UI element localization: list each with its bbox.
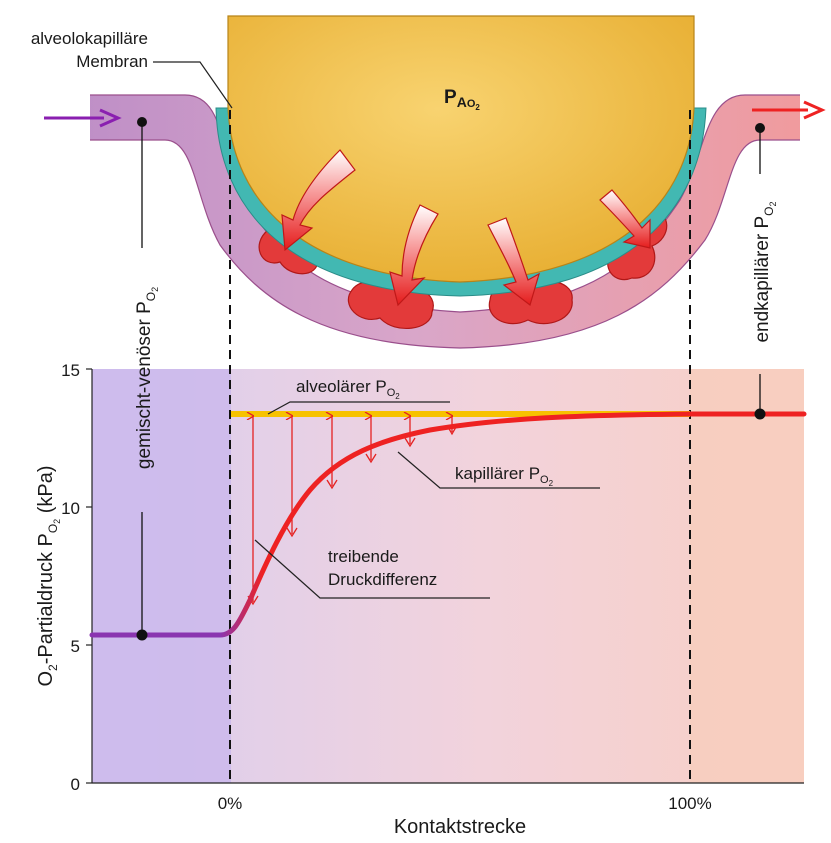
y-axis-label: O2-Partialdruck PO2 (kPa): [35, 465, 62, 686]
capillary-po2-annotation: kapillärer PO2: [455, 464, 554, 488]
capillary-po2-leader: [397, 451, 600, 489]
y-tick-5: 5: [71, 637, 80, 656]
diffusion-arrows: [281, 149, 651, 307]
y-tick-15: 15: [61, 361, 80, 380]
end-capillary-dot-top: [755, 123, 765, 133]
mixed-venous-dot-top: [137, 117, 147, 127]
alveolus: [227, 15, 695, 283]
alveolar-po2-annotation: alveolärer PO2: [296, 377, 400, 401]
driving-difference-line2: Druckdifferenz: [328, 570, 437, 589]
alveolar-po2-label: PAO2: [444, 87, 480, 112]
mixed-venous-label: gemischt-venöser PO2: [134, 287, 160, 469]
driving-difference-leader: [254, 539, 490, 599]
x-tick-100: 100%: [668, 794, 711, 813]
driving-difference-line1: treibende: [328, 547, 399, 566]
mixed-venous-dot: [136, 629, 148, 641]
end-capillary-label: endkapillärer PO2: [752, 201, 778, 342]
y-tick-0: 0: [71, 775, 80, 794]
y-ticks: [86, 368, 92, 784]
inflow-arrow: [44, 108, 122, 128]
y-tick-10: 10: [61, 499, 80, 518]
venous-zone: [92, 369, 231, 783]
x-tick-0: 0%: [218, 794, 243, 813]
membrane-label-line2: Membran: [76, 52, 148, 71]
membrane-label-line1: alveolokapilläre: [31, 29, 148, 48]
x-axis-label: Kontaktstrecke: [394, 816, 526, 838]
alveolar-po2-leader: [267, 401, 450, 415]
membrane-leader-line: [153, 61, 233, 109]
capillary-po2-curve: [89, 411, 807, 638]
end-capillary-dot: [754, 408, 766, 420]
outflow-arrow: [752, 100, 826, 120]
arterial-zone: [690, 369, 804, 783]
